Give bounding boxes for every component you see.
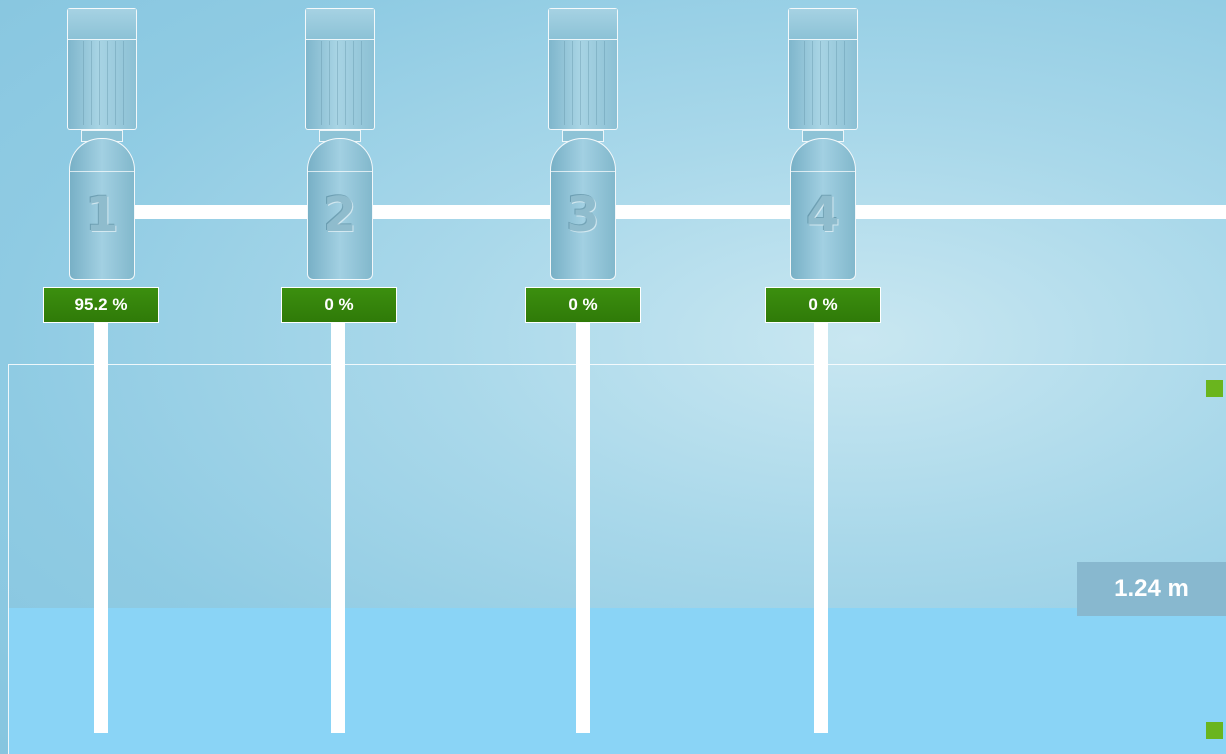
pump-1-motor-icon — [67, 8, 137, 130]
pump-4-number: 4 — [806, 187, 840, 243]
pump-1[interactable]: 1 — [67, 8, 139, 280]
pump-4-speed-badge: 0 % — [765, 287, 881, 323]
pump-1-body-icon: 1 — [69, 138, 135, 280]
pump-2-motor-icon — [305, 8, 375, 130]
pump-2-number: 2 — [323, 187, 357, 243]
pump-2[interactable]: 2 — [305, 8, 377, 280]
pump-3-body-icon: 3 — [550, 138, 616, 280]
pump-3-motor-icon — [548, 8, 618, 130]
pump-1-number: 1 — [85, 187, 119, 243]
pump-4[interactable]: 4 — [788, 8, 860, 280]
pump-1-speed-badge: 95.2 % — [43, 287, 159, 323]
water-level-fill — [9, 608, 1226, 754]
wet-well-tank — [8, 364, 1226, 754]
pump-3-number: 3 — [566, 187, 600, 243]
low-level-indicator — [1206, 722, 1223, 739]
discharge-manifold-pipe — [100, 205, 1226, 219]
pump-4-drop-pipe — [814, 320, 828, 733]
pump-2-body-icon: 2 — [307, 138, 373, 280]
pump-3-drop-pipe — [576, 320, 590, 733]
pump-3-speed-badge: 0 % — [525, 287, 641, 323]
pump-2-speed-badge: 0 % — [281, 287, 397, 323]
pump-1-drop-pipe — [94, 320, 108, 733]
pump-3[interactable]: 3 — [548, 8, 620, 280]
pump-2-drop-pipe — [331, 320, 345, 733]
high-level-indicator — [1206, 380, 1223, 397]
pump-4-motor-icon — [788, 8, 858, 130]
tank-level-readout: 1.24 m — [1077, 562, 1226, 616]
pump-4-body-icon: 4 — [790, 138, 856, 280]
